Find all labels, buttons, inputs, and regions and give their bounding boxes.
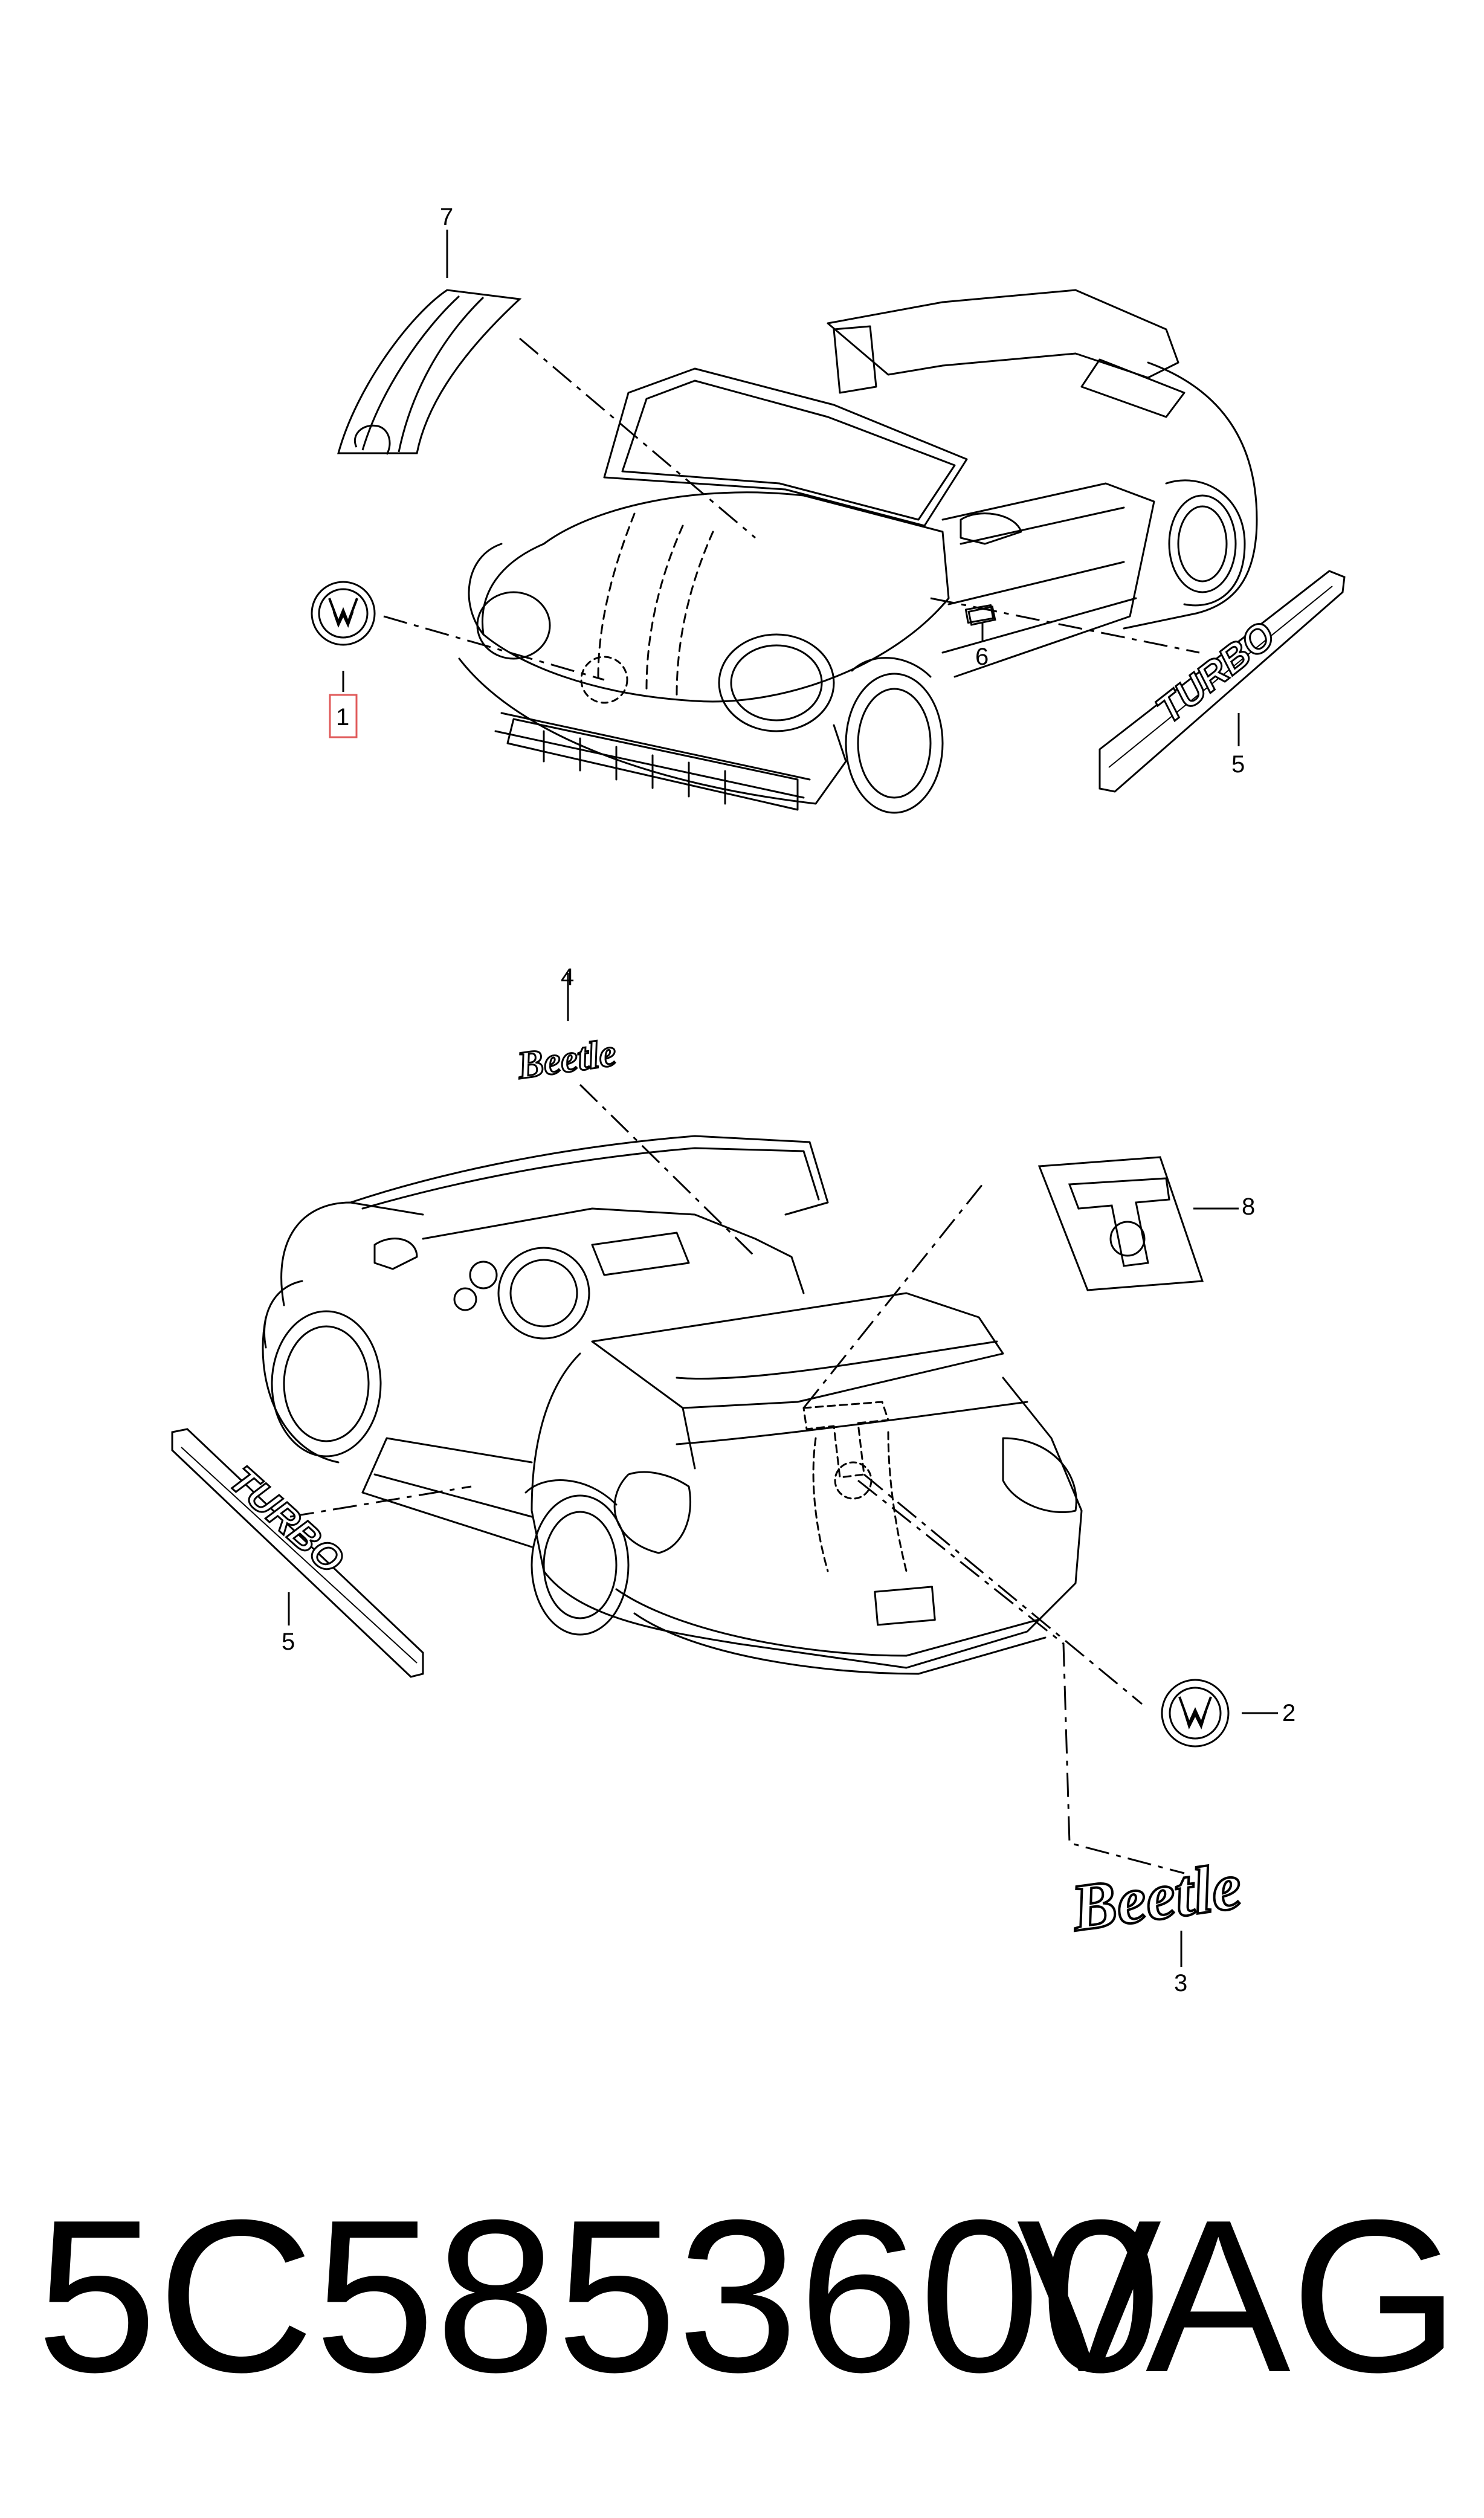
- part-1-vw-emblem-front: [311, 581, 376, 646]
- part-1-highlight-box[interactable]: [329, 694, 358, 738]
- brand-label: VAG: [1016, 2175, 1460, 2418]
- callout-4: 4: [561, 964, 574, 990]
- beetle-wordmark-large: Beetle: [1066, 1848, 1245, 1945]
- callout-2: 2: [1282, 1700, 1295, 1726]
- rear-leader-lines: [288, 973, 1278, 1967]
- front-car-drawing: [458, 289, 1258, 814]
- turbo-wordmark-front: TURBO: [1147, 613, 1283, 732]
- callout-6: 6: [975, 644, 989, 670]
- callout-5-front: 5: [1231, 751, 1245, 778]
- beetle-wordmark-small: Beetle: [514, 1031, 619, 1087]
- part-number: 5C5853600: [36, 2175, 1161, 2418]
- front-leader-lines: [342, 230, 1240, 746]
- callout-1: 1: [336, 704, 349, 731]
- callout-8: 8: [1242, 1193, 1255, 1220]
- part-4-beetle-badge-small: Beetle: [514, 1030, 620, 1088]
- part-5-turbo-sill-strip-rear: TURBO: [171, 1428, 424, 1678]
- callout-7: 7: [440, 204, 453, 230]
- callout-5-rear: 5: [282, 1629, 295, 1655]
- turbo-wordmark-rear: TURBO: [221, 1458, 352, 1582]
- part-8-trunk-t-decal: [1037, 1156, 1204, 1291]
- part-3-beetle-badge-large: Beetle: [1065, 1847, 1247, 1946]
- part-2-vw-emblem-rear: [1161, 1679, 1230, 1748]
- callout-3: 3: [1174, 1970, 1187, 1997]
- part-6-small-plate: [967, 605, 996, 626]
- part-5-turbo-sill-strip-front: TURBO: [1098, 570, 1346, 793]
- part-7-hood-stripe-decal: [337, 289, 522, 455]
- rear-car-drawing: [262, 1135, 1083, 1675]
